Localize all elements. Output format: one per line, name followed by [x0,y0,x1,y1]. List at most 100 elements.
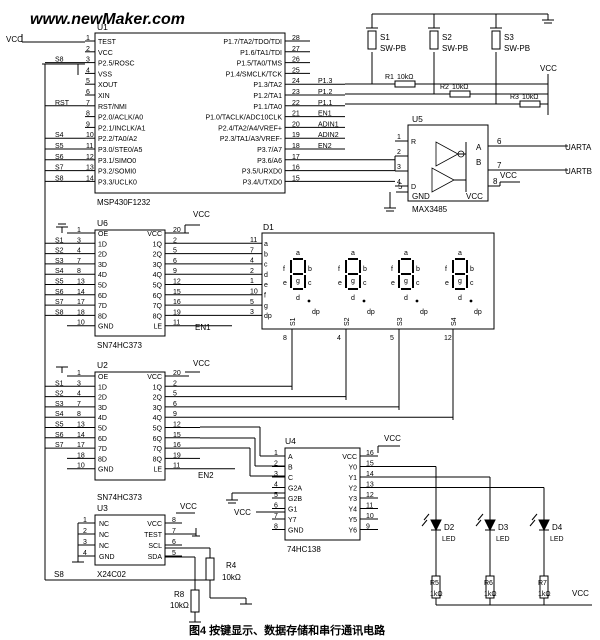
u4-left-pin-gnd: GND [288,528,304,535]
r4-r8-network: R4 10kΩ R8 10kΩ S8 [54,547,252,623]
u6-left-pin-1-num: 1 [77,227,81,234]
resistor-r1-ref: R1 [385,74,394,81]
u1-msp430: U1 MSP430F1232 TEST1VCC2P2.5/ROSC3VSS4XO… [45,22,395,207]
switch-s1-ref: S1 [380,33,390,42]
u4-left-pin-g1: G1 [288,507,297,514]
u2-left-pin-18-num: 18 [77,452,85,459]
u2-net-s2: S2 [55,391,64,398]
u6-le-net: EN1 [195,323,211,332]
u1-left-pin-11-name: P3.0/STE0/A5 [98,147,142,154]
d1-seg-pin-e-num: 1 [250,278,254,285]
u1-left-pin-10-name: P2.2/TA0/A2 [98,136,137,143]
u5-pin-3-num: 3 [397,164,401,171]
vcc-label-u3: VCC [180,502,197,511]
watermark: www.newMaker.com [30,11,185,28]
u2-net-s7: S7 [55,442,64,449]
u3-right-pin-test: TEST [144,532,163,539]
u1-left-pin-8-name: P2.0/ACLK/A0 [98,115,143,122]
u6-right-pin-19-num: 19 [173,309,181,316]
u2-right-pin-16-name: 7Q [153,446,163,453]
u1-left-pin-4-name: VSS [98,71,112,78]
u1-right-pin-18-num: 18 [292,143,300,150]
u5-pin-1-num: 1 [397,134,401,141]
u6-right-pin-20-name: VCC [147,231,162,238]
u4-left-pin-8-num: 8 [274,524,278,531]
u6-right-pin-5-num: 5 [173,248,177,255]
u2-left-pin-8-num: 8 [77,411,81,418]
u2-right-pin-5-num: 5 [173,391,177,398]
u2-right-pin-9-name: 4Q [153,415,163,422]
led-d3-part: LED [496,536,510,543]
figure-caption: 图4 按键显示、数据存储和串行通讯电路 [189,623,386,637]
u1-left-pin-5-num: 5 [86,78,90,85]
u2-right-pin-16-num: 16 [173,442,181,449]
u2-left-pin-7-num: 7 [77,401,81,408]
u6-left-pin-13-name: 5D [98,283,107,290]
u4-right-pin-14-num: 14 [366,471,374,478]
u6-left-pin-3-name: 1D [98,241,107,248]
u1-left-pin-12-name: P3.1/SIMO0 [98,158,136,165]
u2-left-pin-13-num: 13 [77,422,85,429]
switch-s1-part: SW-PB [380,44,406,53]
u4-right-pin-15-num: 15 [366,461,374,468]
u1-net-adin1: ADIN1 [318,121,339,128]
digit-1-seg-d: d [296,295,300,302]
u1-right-pin-15-num: 15 [292,175,300,182]
led-d3-ref: D3 [498,523,509,532]
u1-right-pin-24-num: 24 [292,78,300,85]
d1-seg-pin-d-num: 2 [250,268,254,275]
u1-right-pin-28-num: 28 [292,35,300,42]
u1-net-rst-6: RST [55,100,70,107]
u6-right-pin-12-name: 5Q [153,283,163,290]
u1-right-pin-23-name: P1.2/TA1 [253,93,282,100]
led-d4-part: LED [550,536,564,543]
u2-net-s5: S5 [55,422,64,429]
resistor-r6-value: 1kΩ [484,591,497,598]
digit-2-seg-e: e [338,280,342,287]
d1-seg-pin-g-num: 5 [250,299,254,306]
u3-left-pin-1: NC [99,521,109,528]
u1-right-pin-27-num: 27 [292,46,300,53]
u2-right-pin-19-num: 19 [173,452,181,459]
u3-left-pin-1-num: 1 [83,517,87,524]
u1-net-s7-12: S7 [55,165,64,172]
u1-net-adin2: ADIN2 [318,132,339,139]
u6-left-pin-17-name: 7D [98,303,107,310]
d1-seg-pin-g: g [264,303,268,310]
u6-net-s6: S6 [55,289,64,296]
u2-right-pin-9-num: 9 [173,411,177,418]
u6-left-pin-7-name: 3D [98,262,107,269]
digit-1-seg-e: e [283,280,287,287]
u1-right-pin-17-name: P3.6/A6 [257,158,282,165]
digit-3-seg-a: a [404,250,408,257]
u4-left-pin-7-num: 7 [274,513,278,520]
switch-s2-ref: S2 [442,33,452,42]
resistor-r5-ref: R5 [430,580,439,587]
u6-right-pin-2-num: 2 [173,237,177,244]
u4-left-pin-y7: Y7 [288,517,297,524]
u1-net-p1-2: P1.2 [318,89,333,96]
u1-left-pin-13-num: 13 [86,165,94,172]
u1-left-pin-1-num: 1 [86,35,90,42]
u6-right-pin-20-num: 20 [173,227,181,234]
u6-left-pin-8-num: 8 [77,268,81,275]
u6-part: SN74HC373 [97,341,142,350]
u6-left-pin-3-num: 3 [77,237,81,244]
resistor-r6-ref: R6 [484,580,493,587]
u5-pin-4-num: 4 [397,179,401,186]
u5-vcc-label: VCC [466,192,483,201]
u6-right-pin-16-num: 16 [173,299,181,306]
digit-4-seg-c: c [470,280,474,287]
u1-left-pin-14-name: P3.3/UCLK0 [98,179,137,186]
u1-net-en2: EN2 [318,143,332,150]
vcc-label-u4: VCC [384,434,401,443]
u4-right-pin-16-num: 16 [366,450,374,457]
u2-left-pin-3-name: 1D [98,384,107,391]
u1-net-s4-9: S4 [55,132,64,139]
digit-1-seg-f: f [283,266,285,273]
u2-left-pin-10-name: GND [98,467,114,474]
u1-left-pin-9-name: P2.1/INCLK/A1 [98,125,146,132]
u6-left-pin-18-name: 8D [98,313,107,320]
